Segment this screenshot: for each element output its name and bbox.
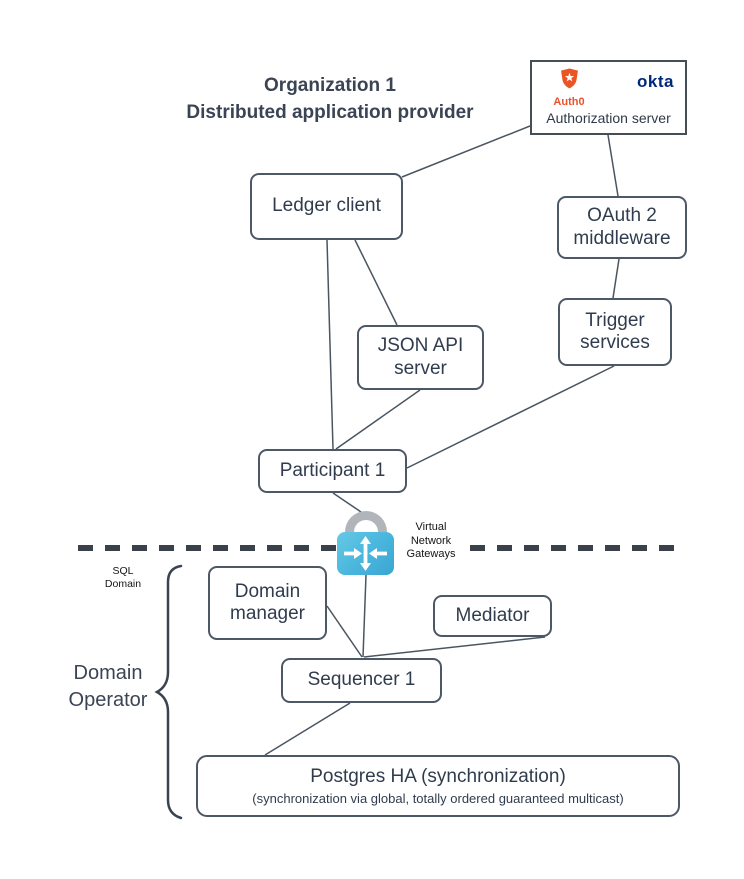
edge-domain-manager-to-sequencer-1 — [326, 605, 363, 658]
diagram-title-line2: Distributed application provider — [186, 102, 474, 123]
json-api-server-label-line2: server — [394, 357, 447, 379]
domain-manager-label-line1: Domain — [234, 580, 301, 602]
oauth2-middleware-label-line1: OAuth 2 — [587, 205, 657, 227]
edge-ledger-client-to-participant-1 — [326, 239, 334, 450]
trigger-services-label-line1: Trigger — [585, 309, 645, 331]
trust-boundary-dashed-line-right — [470, 545, 686, 551]
oauth2-middleware-label-line2: middleware — [573, 227, 671, 249]
domain-operator-label: Domain Operator — [58, 660, 158, 714]
diagram-title: Organization 1 Distributed application p… — [100, 72, 560, 126]
json-api-server-label-line1: JSON API — [377, 335, 464, 357]
sql-domain-line2: Domain — [104, 578, 142, 590]
node-postgres-ha: Postgres HA (synchronization) (synchroni… — [196, 755, 680, 817]
mediator-label: Mediator — [455, 604, 530, 626]
edge-ledger-client-to-json-api-server — [354, 239, 398, 326]
domain-operator-line1: Domain — [73, 662, 143, 684]
node-participant-1: Participant 1 — [258, 449, 407, 493]
auth0-wordmark: Auth0 — [553, 96, 585, 108]
domain-manager-label-line2: manager — [230, 603, 305, 624]
auth0-logo: Auth0 — [546, 67, 592, 108]
edge-json-api-server-to-participant-1 — [335, 389, 421, 450]
node-ledger-client: Ledger client — [250, 173, 403, 240]
node-domain-manager: Domain manager — [208, 566, 327, 640]
edge-mediator-to-sequencer-1 — [363, 636, 546, 658]
virtual-network-gateway-icon — [337, 532, 394, 575]
domain-operator-brace — [154, 564, 183, 820]
sequencer-1-label: Sequencer 1 — [307, 669, 416, 691]
vng-label-line1: Virtual — [415, 521, 447, 533]
vng-label-line3: Gateways — [406, 548, 456, 560]
diagram-title-line1: Organization 1 — [264, 75, 396, 96]
edge-trigger-services-to-participant-1 — [406, 365, 615, 469]
node-mediator: Mediator — [433, 595, 552, 637]
node-trigger-services: Trigger services — [558, 298, 672, 366]
node-oauth2-middleware: OAuth 2 middleware — [557, 196, 687, 259]
trigger-services-label-line2: services — [580, 332, 650, 353]
ledger-client-label: Ledger client — [272, 195, 381, 217]
sql-domain-line1: SQL — [112, 565, 134, 577]
edge-sequencer-1-to-postgres-ha — [264, 702, 351, 756]
authorization-server-label: Authorization server — [546, 110, 671, 126]
edge-ledger-client-to-authorization-server — [401, 125, 531, 178]
node-authorization-server: Auth0 okta Authorization server — [530, 60, 687, 135]
node-sequencer-1: Sequencer 1 — [281, 658, 442, 703]
okta-wordmark: okta — [637, 72, 674, 91]
edge-participant-1-to-network-gateway — [332, 492, 365, 515]
vng-label-line2: Network — [410, 534, 452, 547]
auth0-shield-star-icon — [560, 68, 578, 89]
virtual-network-gateways-label: Virtual Network Gateways — [398, 521, 464, 562]
postgres-ha-title: Postgres HA (synchronization) — [310, 766, 566, 788]
node-json-api-server: JSON API server — [357, 325, 484, 390]
postgres-ha-subtitle: (synchronization via global, totally ord… — [252, 790, 624, 806]
participant-1-label: Participant 1 — [279, 459, 386, 481]
sql-domain-label: SQL Domain — [88, 565, 158, 591]
domain-operator-line2: Operator — [68, 689, 148, 711]
padlock-shackle-icon — [345, 511, 387, 543]
edge-oauth-middleware-to-trigger-services — [612, 258, 620, 299]
edge-authorization-server-to-oauth-middleware — [607, 134, 619, 197]
trust-boundary-dashed-line-left — [78, 545, 337, 551]
edge-network-gateway-to-sequencer-1 — [362, 574, 367, 658]
